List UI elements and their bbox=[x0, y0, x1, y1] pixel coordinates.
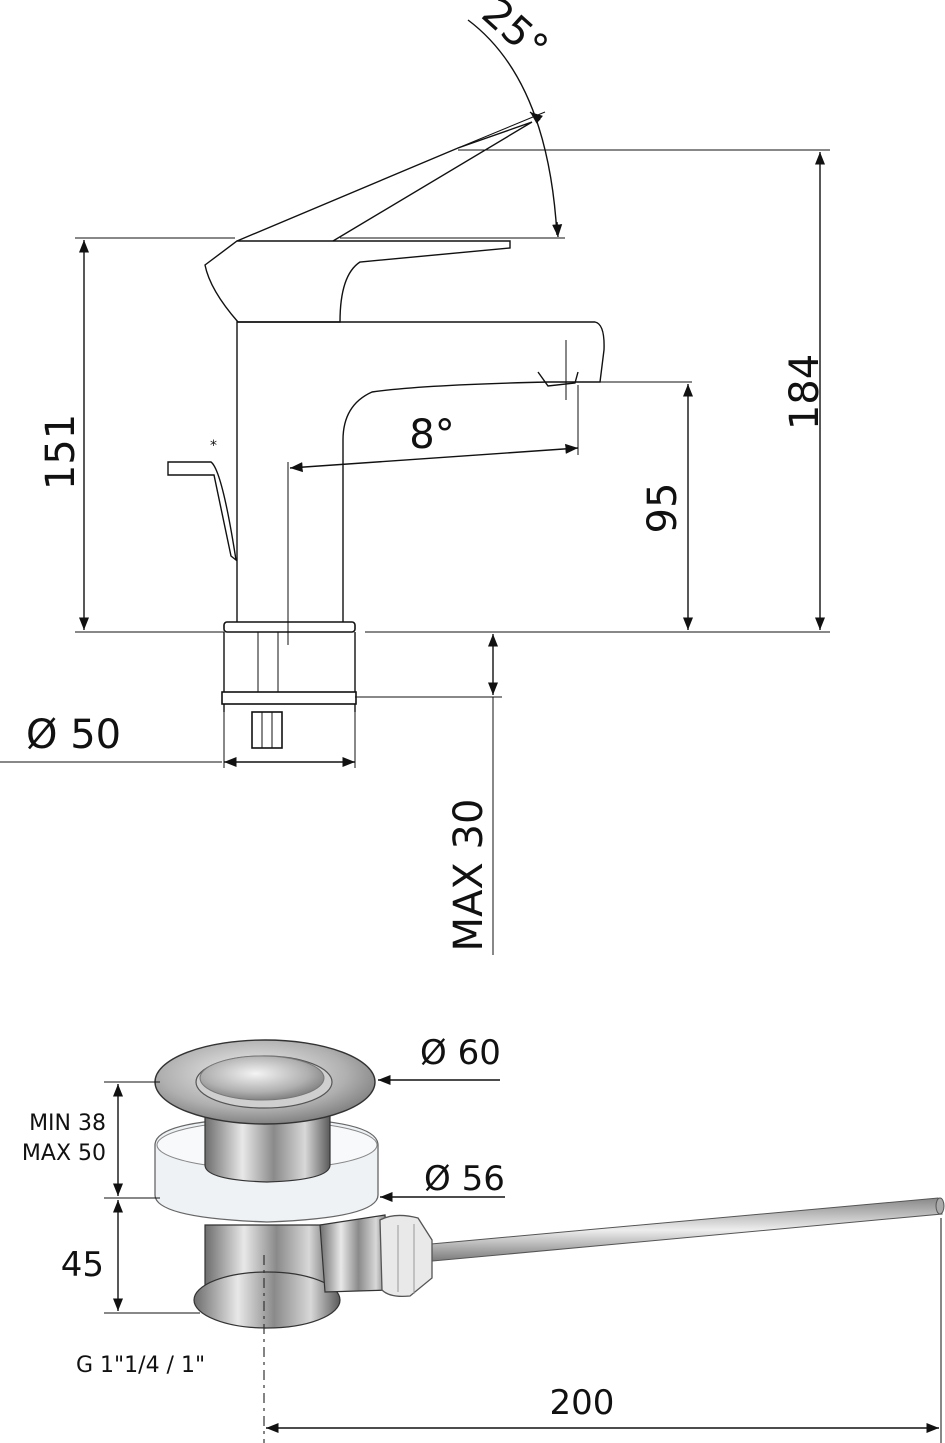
drain-drawing bbox=[154, 1039, 945, 1443]
drain-rod bbox=[419, 1197, 943, 1263]
dim-dia56-label: Ø 56 bbox=[424, 1159, 505, 1199]
mounting-nut bbox=[251, 711, 283, 749]
dim-dia50-label: Ø 50 bbox=[26, 712, 121, 758]
dim-max30-label: MAX 30 bbox=[446, 799, 492, 952]
dim-8deg-label: 8° bbox=[409, 412, 454, 458]
drain-dimensions: Ø 60 Ø 56 MIN 38 MAX 50 45 G 1"1/4 / 1" … bbox=[22, 1033, 942, 1443]
faucet-dimensions: 184 151 95 8° 25° Ø 50 MAX 30 bbox=[0, 0, 830, 955]
faucet-lever bbox=[204, 240, 511, 323]
dim-8deg-arc bbox=[289, 443, 579, 473]
dim-min38-label: MIN 38 bbox=[29, 1111, 106, 1136]
asterisk-label: * bbox=[210, 438, 217, 454]
dim-200-label: 200 bbox=[550, 1383, 615, 1423]
thread-label: G 1"1/4 / 1" bbox=[76, 1353, 205, 1378]
dim-max50-label: MAX 50 bbox=[22, 1141, 106, 1166]
faucet-aerator bbox=[537, 371, 579, 387]
dim-25deg-arc bbox=[467, 19, 558, 236]
popup-handle bbox=[167, 461, 237, 562]
drain-branch bbox=[319, 1214, 391, 1293]
drain-nut bbox=[379, 1214, 433, 1298]
dim-45-label: 45 bbox=[61, 1245, 104, 1285]
mounting-plate bbox=[221, 691, 357, 705]
dim-dia60-label: Ø 60 bbox=[420, 1033, 501, 1073]
faucet-drawing: * bbox=[167, 111, 605, 749]
faucet-body bbox=[236, 321, 605, 628]
dim-184-label: 184 bbox=[782, 354, 828, 430]
faucet-lever-raised bbox=[236, 121, 533, 242]
dim-151-label: 151 bbox=[38, 414, 84, 490]
dim-95-label: 95 bbox=[640, 483, 686, 534]
drain-thread bbox=[193, 1271, 341, 1329]
faucet-base-ring bbox=[223, 621, 356, 633]
